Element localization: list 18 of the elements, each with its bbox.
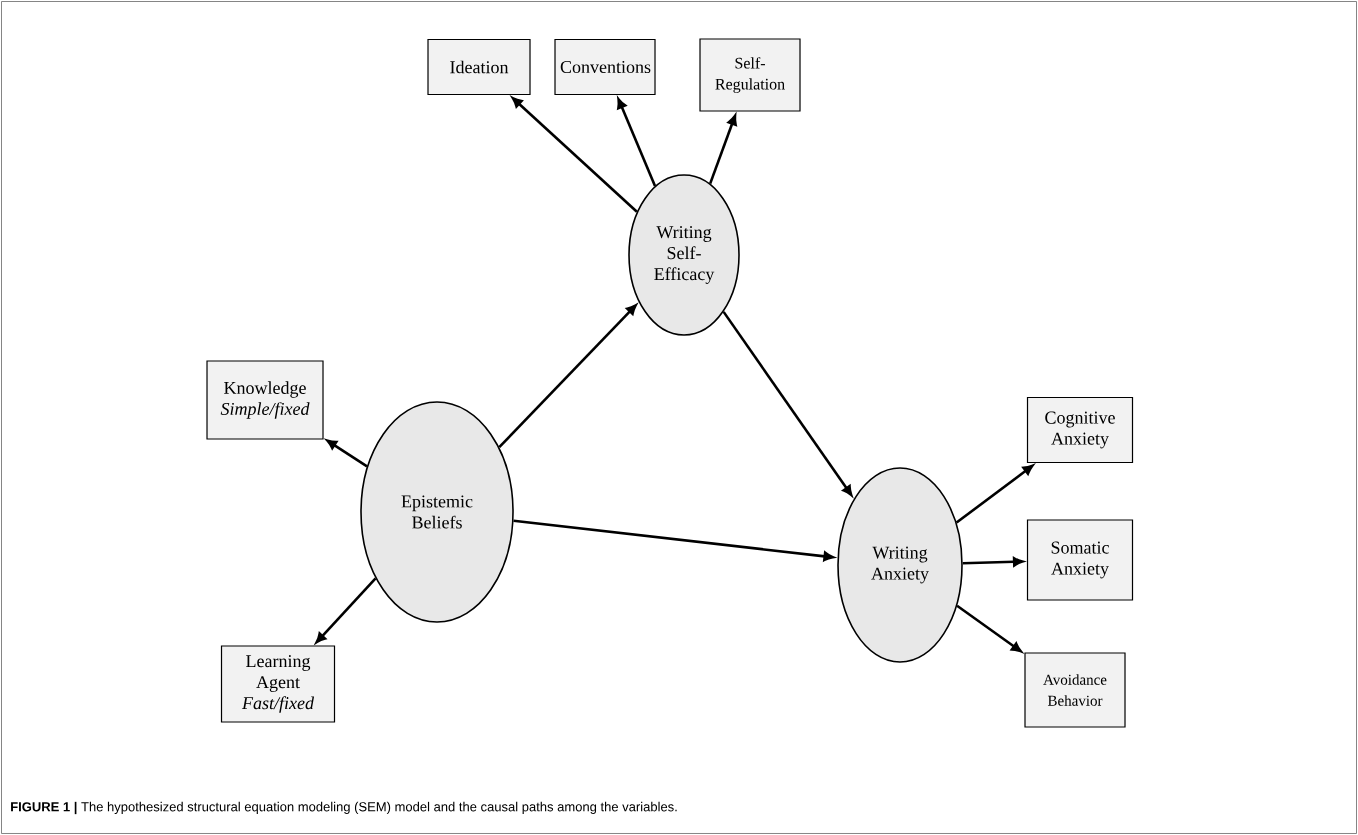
arrow	[511, 97, 638, 213]
arrow	[617, 98, 657, 187]
arrow	[498, 304, 637, 449]
figure-caption: FIGURE 1 | The hypothesized structural equation modeling (SEM) model and the causal paths among the variables.	[11, 801, 677, 815]
indicator-box: Conventions	[554, 38, 656, 96]
indicator-box: Learning Agent Fast/fixed	[220, 645, 336, 723]
arrow	[326, 439, 368, 468]
arrow	[722, 311, 853, 497]
indicator-box: Knowledge Simple/fixed	[206, 360, 324, 440]
arrow	[315, 577, 377, 644]
arrow	[708, 114, 737, 185]
arrow	[955, 464, 1034, 524]
indicator-box: Avoidance Behavior	[1024, 652, 1126, 728]
indicator-box: Somatic Anxiety	[1026, 519, 1134, 601]
indicator-box: Ideation	[427, 38, 531, 96]
indicator-box: Cognitive Anxiety	[1026, 396, 1134, 464]
arrow	[956, 604, 1022, 653]
indicator-box: Self-Regulation	[699, 38, 801, 112]
